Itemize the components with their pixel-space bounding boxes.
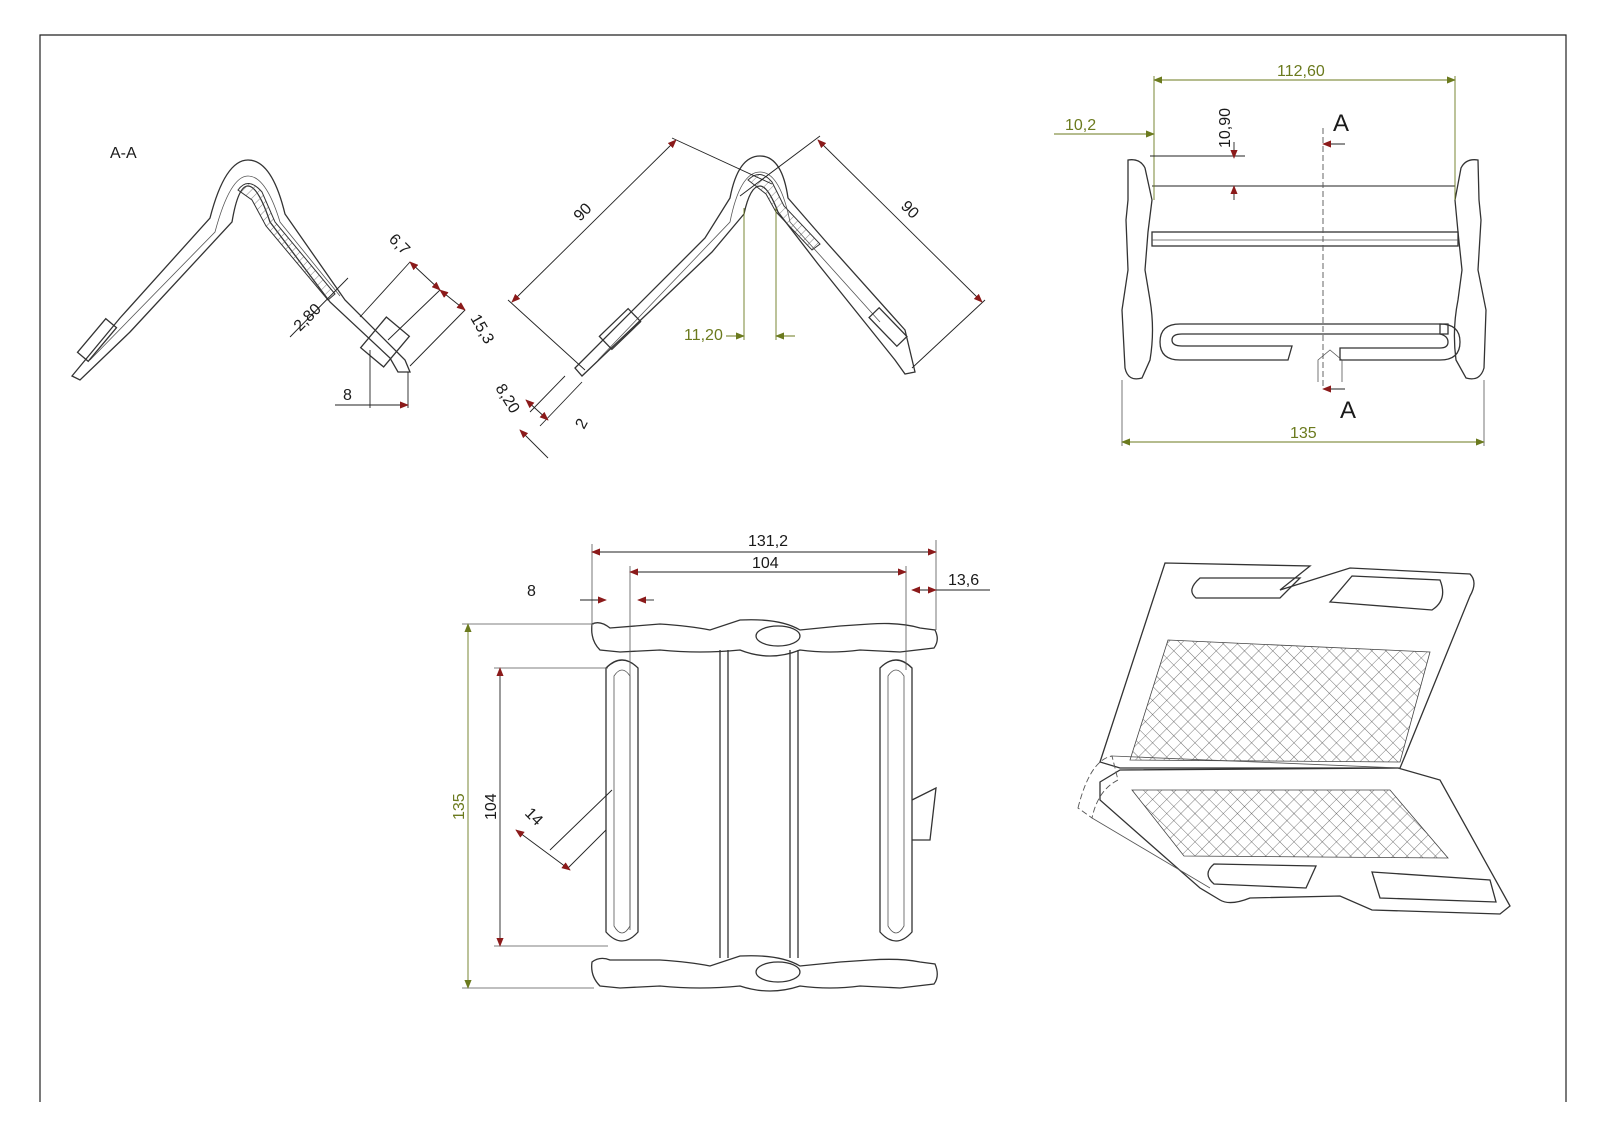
dim-ext-b [387,289,441,341]
profile-inner-line [597,171,881,361]
dim-tab-depth: 8,20 [492,381,523,417]
dim-inner-width: 112,60 [1277,63,1325,80]
dim-ext-a [359,261,411,318]
dim-line-tab-gap [409,261,441,291]
top-frame-left [1121,159,1154,380]
profile-right-tab [868,306,908,348]
flat-top-eye [755,625,801,647]
section-tab [359,316,411,368]
iso-lower-slot-right [1371,871,1497,903]
section-mark-bottom: A [1340,397,1356,424]
iso-hinge-edge [1091,755,1401,889]
top-slot-left [1159,323,1449,361]
iso-lower-mesh [1131,789,1449,859]
profile-left-tab [598,307,642,351]
dim-ext-angle-b [567,829,607,869]
top-slot-right [1339,323,1461,361]
dim-ext-tab-a [529,375,566,413]
dim-outer-width: 131,2 [748,533,788,550]
dim-tab-step: 2 [573,416,592,432]
dim-tab-angle: 14 [521,805,546,830]
dim-line-tab-step [519,429,549,459]
dim-tab-gap: 6,7 [385,231,413,259]
section-left-tab [76,317,118,363]
top-center-rib [1151,231,1459,247]
isometric-view [1077,562,1511,915]
section-profile-hatch [237,183,336,301]
dim-rib-height: 10,90 [1217,108,1234,148]
section-profile-outer [70,159,411,381]
dim-line-tab-angle [515,829,571,871]
dim-thickness: 2,80 [291,301,325,335]
dim-slot-offset: 8 [527,583,536,600]
flat-left-slot [605,659,639,942]
dim-line-leg-right [817,139,983,303]
dim-edge-margin: 13,6 [948,572,979,589]
dim-line-tab-depth [525,399,549,421]
top-view: A A 112,60 10,2 10,90 135 [1054,63,1487,446]
dim-ext-left-bottom [507,299,586,371]
dim-ext-c [409,309,466,367]
flat-right-slot [879,659,913,942]
dim-apex-width: 11,20 [684,327,723,344]
section-mark-top: A [1333,110,1349,137]
iso-lower-slot [1207,863,1318,889]
iso-upper-plate [1099,562,1475,769]
flat-bottom-eye [755,961,801,983]
dim-line-leg-left [511,139,677,303]
flat-bottom-bar [591,955,938,992]
iso-upper-slot-right [1328,575,1444,611]
dim-leg-right: 90 [897,198,922,223]
dim-ext-right-top [739,135,821,197]
dim-line-thickness [289,277,349,338]
dim-ext-right-bottom [911,299,986,369]
profile-apex-hatch [747,174,821,251]
profile-outer [574,155,916,377]
section-view-a-a: A-A 2,80 6,7 15,3 8 [70,145,497,409]
flat-top-bar [591,619,938,657]
dim-leg-left: 90 [571,200,596,225]
flat-view: 131,2 104 8 13,6 135 104 14 [451,533,990,992]
dim-tab-length: 15,3 [467,312,497,348]
iso-lower-plate [1099,767,1511,915]
dim-slot-height: 104 [483,793,500,820]
dim-tab-offset: 8 [343,387,352,404]
flat-right-slot-inner [887,669,905,934]
dim-line-tab-length [439,289,466,311]
profile-view: 90 90 11,20 8,20 2 [492,135,986,459]
section-inner-line [89,175,341,361]
dim-overall-width: 135 [1290,425,1317,442]
dim-ext-angle-a [549,789,613,851]
flat-right-notch [911,786,937,841]
top-center-clip [1317,349,1343,382]
iso-upper-mesh [1129,639,1431,763]
dim-margin: 10,2 [1065,117,1096,134]
sheet-border [39,34,1567,1102]
dim-overall-height: 135 [451,793,468,820]
dim-inner-width-flat: 104 [752,555,779,572]
top-frame-right [1453,159,1487,380]
section-title: A-A [110,145,137,162]
iso-hinge [1077,755,1119,819]
iso-upper-slot [1191,577,1302,599]
flat-left-slot-inner [613,669,631,934]
dim-ext-left-top [671,137,773,185]
